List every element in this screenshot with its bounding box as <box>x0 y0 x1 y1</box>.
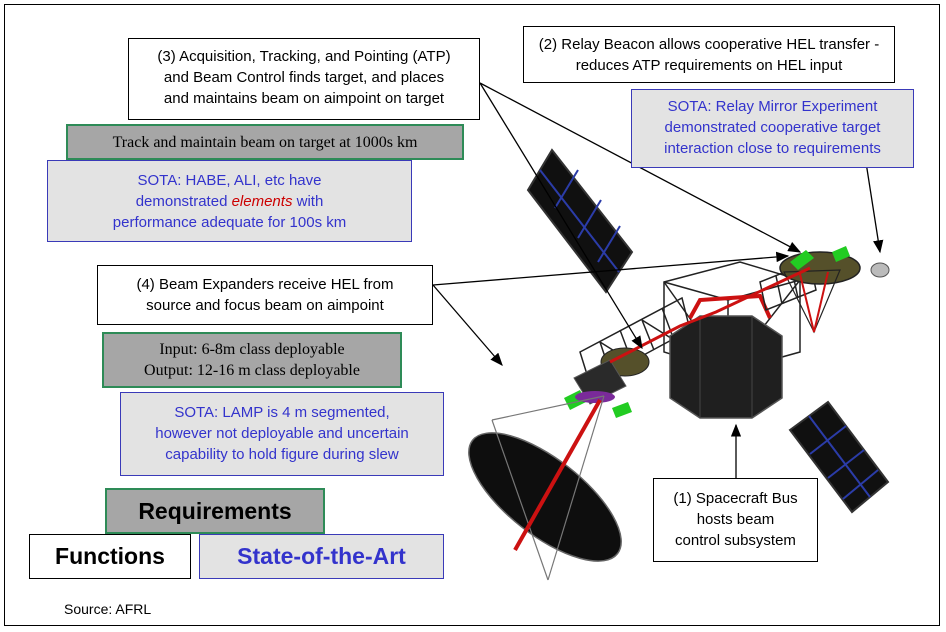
atp-function-box: (3) Acquisition, Tracking, and Pointing … <box>128 38 480 120</box>
beam-exp-line-2: source and focus beam on aimpoint <box>146 297 384 314</box>
beam-exp-line-1: (4) Beam Expanders receive HEL from <box>136 276 394 293</box>
track-requirement-text: Track and maintain beam on target at 100… <box>112 134 418 151</box>
relay-sota-line-1: SOTA: Relay Mirror Experiment <box>667 98 878 115</box>
legend-state-of-the-art-label: State-of-the-Art <box>237 543 406 569</box>
habe-sota-box: SOTA: HABE, ALI, etc have demonstrated e… <box>47 160 412 242</box>
habe-line-2: demonstrated elements with <box>48 191 411 212</box>
relay-line-2: reduces ATP requirements on HEL input <box>575 57 843 74</box>
relay-line-1: (2) Relay Beacon allows cooperative HEL … <box>538 36 880 53</box>
atp-line-3: and maintains beam on aimpoint on target <box>163 90 445 107</box>
lamp-line-3: capability to hold figure during slew <box>165 446 399 463</box>
solar-panel-lower <box>788 400 890 514</box>
legend-functions: Functions <box>29 534 191 579</box>
lamp-line-1: SOTA: LAMP is 4 m segmented, <box>174 404 390 421</box>
legend-functions-label: Functions <box>55 543 165 569</box>
lamp-line-2: however not deployable and uncertain <box>155 425 409 442</box>
habe-line-2-pre: demonstrated <box>135 193 232 210</box>
bus-line-2: hosts beam <box>696 511 775 528</box>
beam-req-line-1: Input: 6-8m class deployable <box>159 341 345 358</box>
spacecraft-bus <box>669 293 783 419</box>
relay-beacon-function-box: (2) Relay Beacon allows cooperative HEL … <box>523 26 895 83</box>
source-credit: Source: AFRL <box>64 601 152 617</box>
habe-emphasis-elements: elements <box>231 193 293 210</box>
relay-mirror <box>779 246 890 334</box>
spacecraft-bus-box: (1) Spacecraft Bus hosts beam control su… <box>653 478 818 562</box>
relay-sota-box: SOTA: Relay Mirror Experiment demonstrat… <box>631 89 914 168</box>
relay-sota-line-2: demonstrated cooperative target <box>664 119 881 136</box>
track-requirement-box: Track and maintain beam on target at 100… <box>66 124 464 160</box>
beam-expander-function-box: (4) Beam Expanders receive HEL from sour… <box>97 265 433 325</box>
bus-line-3: control subsystem <box>675 532 796 549</box>
primary-mirror <box>468 395 622 581</box>
slide-frame <box>4 4 940 626</box>
beam-req-line-2: Output: 12-16 m class deployable <box>144 362 360 379</box>
bus-line-1: (1) Spacecraft Bus <box>673 490 798 507</box>
legend-requirements: Requirements <box>105 488 325 534</box>
atp-line-2: and Beam Control finds target, and place… <box>163 69 445 86</box>
atp-line-1: (3) Acquisition, Tracking, and Pointing … <box>157 48 451 65</box>
legend-state-of-the-art: State-of-the-Art <box>199 534 444 579</box>
legend-requirements-label: Requirements <box>138 498 292 524</box>
habe-line-2-post: with <box>292 193 324 210</box>
beam-expander <box>564 347 650 418</box>
relay-sota-line-3: interaction close to requirements <box>664 140 881 157</box>
beam-requirement-box: Input: 6-8m class deployable Output: 12-… <box>102 332 402 388</box>
lamp-sota-box: SOTA: LAMP is 4 m segmented, however not… <box>120 392 444 476</box>
beam-path <box>609 266 811 364</box>
habe-line-1: SOTA: HABE, ALI, etc have <box>137 172 322 189</box>
habe-line-3: performance adequate for 100s km <box>112 214 347 231</box>
solar-panel-upper <box>526 148 634 294</box>
